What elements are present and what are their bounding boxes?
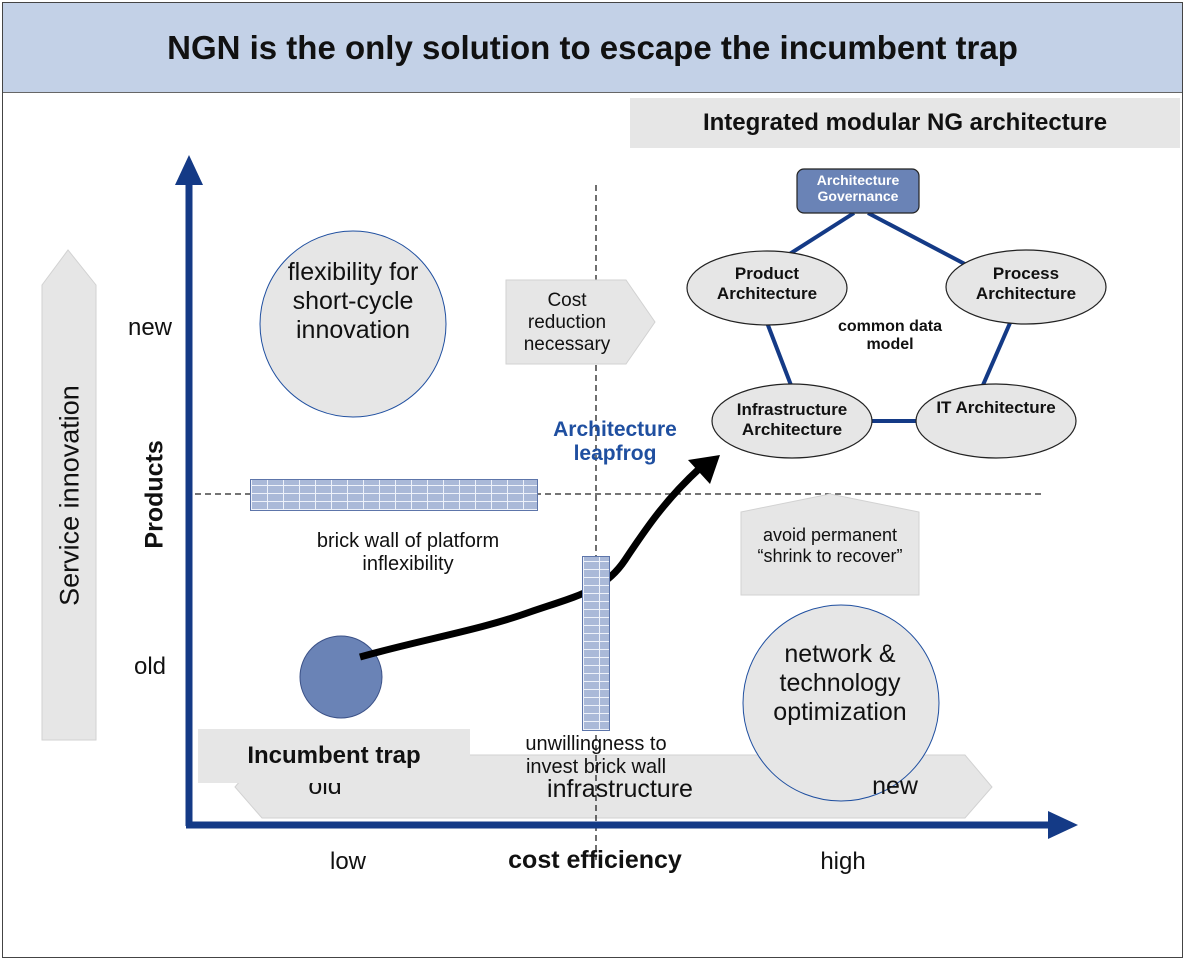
common-data-model-label: common data model <box>837 318 942 354</box>
x-tick-high: high <box>820 848 866 875</box>
avoid-shrink-arrow <box>740 493 920 596</box>
y-axis-label: Products <box>140 440 169 549</box>
network-optimization-text: network & technology optimization <box>773 640 907 726</box>
governance-label: Architecture Governance <box>816 172 900 205</box>
incumbent-node <box>299 635 383 719</box>
it-architecture-label: IT Architecture <box>936 398 1056 417</box>
x-tick-low: low <box>329 848 366 875</box>
slide-title: NGN is the only solution to escape the i… <box>167 28 1018 66</box>
avoid-shrink-text: avoid permanent “shrink to recover” <box>757 525 903 566</box>
title-bar: NGN is the only solution to escape the i… <box>3 3 1182 93</box>
product-architecture-label: Product Architecture <box>716 264 818 303</box>
leapfrog-path <box>359 465 703 661</box>
architecture-connectors <box>764 211 1012 423</box>
service-innovation-arrow <box>41 249 97 741</box>
service-innovation-label: Service innovation <box>54 385 85 606</box>
network-optimization-circle <box>742 604 940 802</box>
incumbent-trap-box: Incumbent trap <box>198 729 470 783</box>
investment-brick-wall <box>582 556 610 731</box>
x-axis-label: cost efficiency <box>508 846 682 874</box>
infrastructure-architecture-label: Infrastructure Architecture <box>736 400 848 439</box>
platform-brick-wall <box>250 479 538 511</box>
cost-reduction-text: Cost reduction necessary <box>523 290 611 355</box>
flexibility-circle <box>259 230 447 418</box>
y-axis-arrowhead <box>175 155 203 185</box>
infrastructure-label: infrastructure <box>547 775 693 803</box>
architecture-heading: Integrated modular NG architecture <box>630 98 1180 148</box>
x-axis-arrowhead <box>1048 811 1078 839</box>
product-architecture-node <box>686 250 848 326</box>
y-tick-new: new <box>127 314 173 341</box>
infrastructure-architecture-node <box>711 383 873 459</box>
leapfrog-arrowhead <box>688 455 720 484</box>
it-architecture-node <box>915 383 1077 459</box>
infrastructure-new-label: new <box>872 772 918 800</box>
platform-wall-caption: brick wall of platform inflexibility <box>316 530 500 575</box>
flexibility-text: flexibility for short-cycle innovation <box>287 258 419 344</box>
leapfrog-label: Architecture leapfrog <box>553 418 677 466</box>
cost-reduction-arrow <box>505 279 656 365</box>
process-architecture-label: Process Architecture <box>975 264 1077 303</box>
governance-node <box>796 168 920 214</box>
y-tick-old: old <box>133 653 167 680</box>
process-architecture-node <box>945 249 1107 325</box>
unwillingness-caption: unwillingness to invest brick wall <box>525 733 667 778</box>
